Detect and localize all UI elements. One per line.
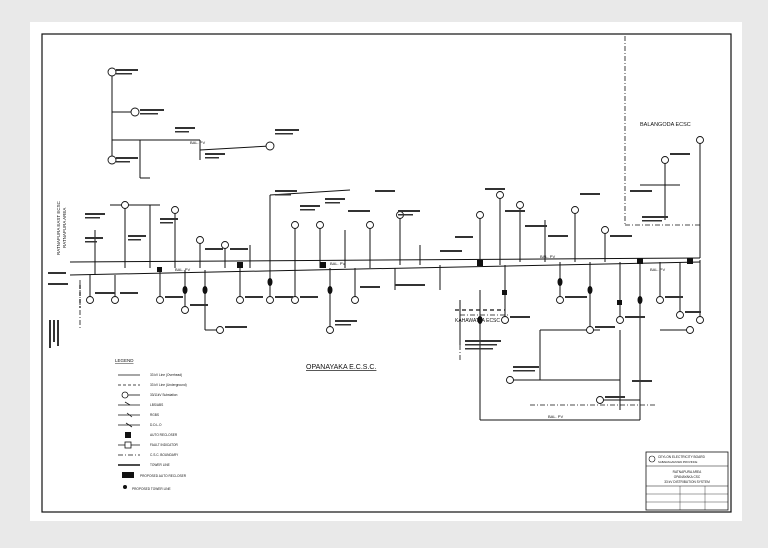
title-org: CEYLON ELECTRICITY BOARD: [658, 455, 706, 459]
bal-pv-label: BAL. PV: [175, 267, 190, 272]
legend-item-label: 33 kV Line (Underground): [150, 383, 187, 387]
title-area: RATNAPURA AREA: [673, 470, 703, 474]
legend-item-label: D.D.L.O: [150, 423, 162, 427]
legend-title: LEGEND: [115, 358, 134, 363]
kahawatta-ecsc-label: KAHAWATTA ECSC: [455, 318, 500, 324]
balangoda-ecsc-label: BALANGODA ECSC: [640, 122, 691, 128]
ratnapura-east-ecsc-label: RATNAPURA EAST ECSC: [56, 200, 61, 255]
title-province: SABARAGAMUWA PROVINCE: [658, 460, 698, 464]
ceb-logo-icon: [648, 455, 656, 463]
bal-pv-labels: BAL. PV BAL. PV BAL. PV BAL. PV BAL. PV …: [175, 140, 665, 419]
csc-boundaries: [79, 36, 700, 406]
title-system: 33 kV DISTRIBUTION SYSTEM: [664, 480, 710, 484]
bal-pv-label: BAL. PV: [650, 267, 665, 272]
title-csc: OPANAYAKA CSC: [674, 475, 701, 479]
bal-pv-label: BAL. PV: [330, 261, 345, 266]
legend-item-label: RGBS: [150, 413, 159, 417]
bal-pv-label: BAL. PV: [548, 414, 563, 419]
ratnapura-area-label: RATNAPURA AREA: [62, 208, 67, 248]
legend-item-label: LBS/ABS: [150, 403, 163, 407]
bal-pv-label: BAL. PV: [190, 140, 205, 145]
paper: [30, 22, 742, 521]
legend-item-label: PROPOSED AUTO RECLOSER: [140, 474, 187, 478]
drawing-border: [41, 33, 732, 513]
underground-lines: [79, 285, 505, 311]
node-label-marks: [48, 69, 701, 398]
title-block: CEYLON ELECTRICITY BOARD SABARAGAMUWA PR…: [645, 451, 729, 511]
breaker-symbols: [157, 258, 693, 324]
legend-item-label: PROPOSED TOWER LINE: [132, 487, 171, 491]
substation-symbols: [86, 67, 704, 404]
legend-item-label: FAULT INDICATOR: [150, 443, 178, 447]
legend-item-label: TOWER LINE: [150, 463, 170, 467]
legend: LEGEND 33 kV Line (Overhead) 33 kV Line …: [115, 358, 187, 491]
legend-item-label: 33 kV Line (Overhead): [150, 373, 182, 377]
opanayaka-ecsc-label: OPANAYAKA E.C.S.C.: [306, 364, 376, 371]
main-feeder-lines: [69, 72, 701, 421]
bal-pv-label: BAL. PV: [540, 254, 555, 259]
legend-item-label: 33/11kV Substation: [150, 393, 178, 397]
legend-item-label: C.S.C. BOUNDARY: [150, 453, 179, 457]
legend-item-label: AUTO RECLOSER: [150, 433, 178, 437]
